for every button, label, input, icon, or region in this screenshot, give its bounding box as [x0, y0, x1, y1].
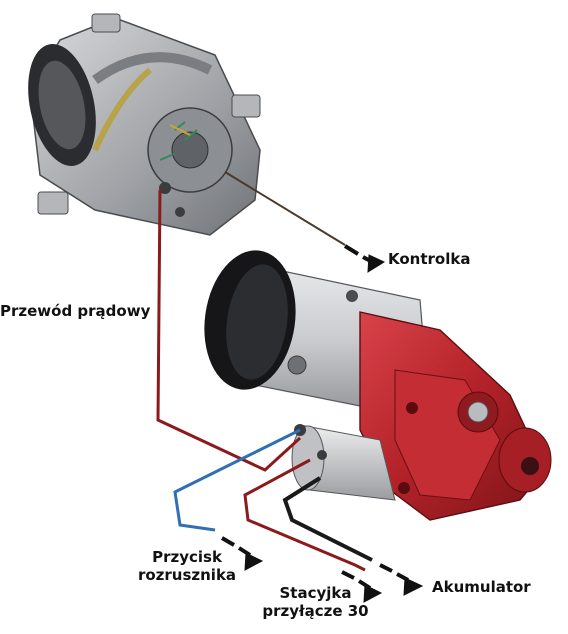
wire-akumulator — [282, 476, 373, 562]
wire-przewod-pradowy — [156, 189, 302, 472]
starter-motor — [204, 250, 552, 521]
label-przycisk-line1: Przycisk — [152, 548, 222, 566]
wires — [156, 171, 373, 572]
label-stacyjka-line1: Stacyjka — [279, 584, 352, 602]
alternator — [28, 13, 261, 236]
label-kontrolka: Kontrolka — [388, 250, 471, 268]
arrow-kontrolka — [343, 244, 360, 256]
label-stacyjka-line2: przyłącze 30 — [262, 602, 369, 620]
arrow-akumulator — [379, 563, 393, 573]
arrows — [220, 244, 424, 603]
wire-kontrolka — [224, 171, 346, 246]
arrow-stacyjka — [341, 570, 355, 580]
arrow-przycisk — [220, 536, 236, 547]
label-przycisk-rozrusznika: Przycisk rozrusznika — [132, 548, 242, 584]
label-przycisk-line2: rozrusznika — [137, 566, 237, 584]
label-przewod-pradowy: Przewód prądowy — [0, 302, 151, 320]
label-akumulator: Akumulator — [432, 578, 531, 596]
label-stacyjka: Stacyjka przyłącze 30 — [258, 584, 373, 620]
wire-przycisk — [173, 428, 301, 532]
wire-stacyjka — [243, 458, 366, 572]
